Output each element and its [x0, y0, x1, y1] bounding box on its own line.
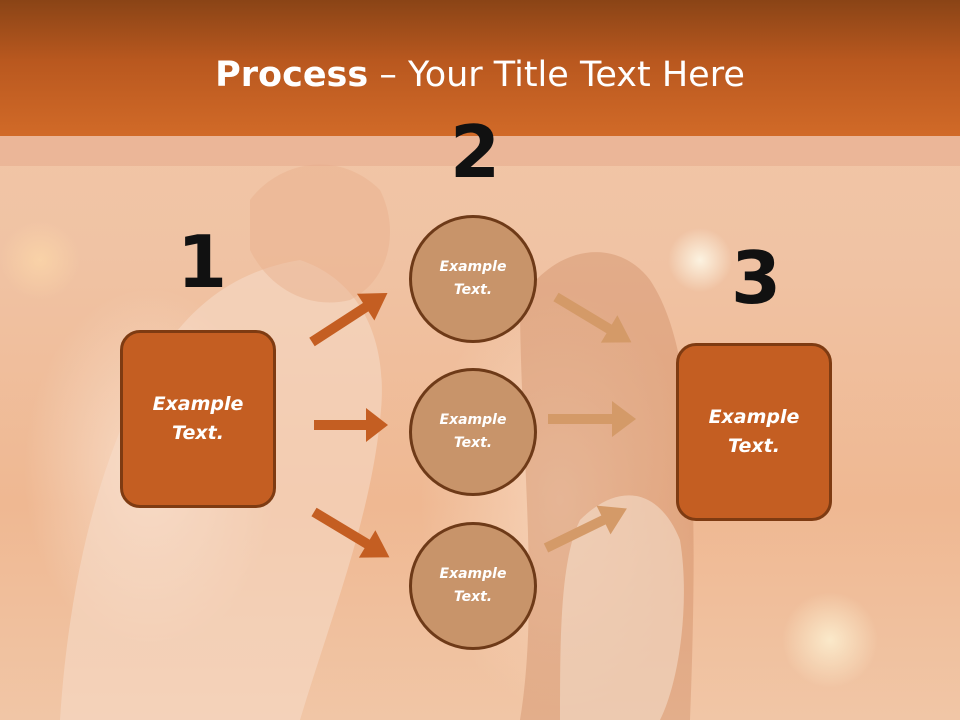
step-number-1: 1	[177, 220, 228, 304]
title-bar-band	[0, 136, 960, 166]
step-number-3: 3	[731, 236, 782, 320]
circle-2-text: Example Text.	[439, 412, 507, 451]
right-box: Example Text.	[676, 343, 832, 521]
right-box-text: Example Text.	[708, 406, 800, 457]
title-bold: Process	[215, 55, 369, 95]
circle-1-text: Example Text.	[439, 259, 507, 298]
circle-1: Example Text.	[409, 215, 537, 343]
arrow-to-circle-1	[309, 292, 388, 347]
circle-2: Example Text.	[409, 368, 537, 496]
title-rest: – Your Title Text Here	[368, 55, 745, 95]
title-bar	[0, 0, 960, 136]
circle-3: Example Text.	[409, 522, 537, 650]
arrow-from-circle-2	[548, 401, 636, 437]
step-number-2: 2	[450, 110, 501, 194]
arrow-from-circle-3	[543, 505, 627, 553]
arrow-from-circle-1	[553, 292, 632, 343]
circle-3-text: Example Text.	[439, 566, 507, 605]
slide-title: Process – Your Title Text Here	[0, 54, 960, 96]
arrow-to-circle-2	[314, 408, 388, 442]
left-box: Example Text.	[120, 330, 276, 508]
left-box-text: Example Text.	[152, 393, 244, 444]
arrow-to-circle-3	[311, 507, 390, 558]
